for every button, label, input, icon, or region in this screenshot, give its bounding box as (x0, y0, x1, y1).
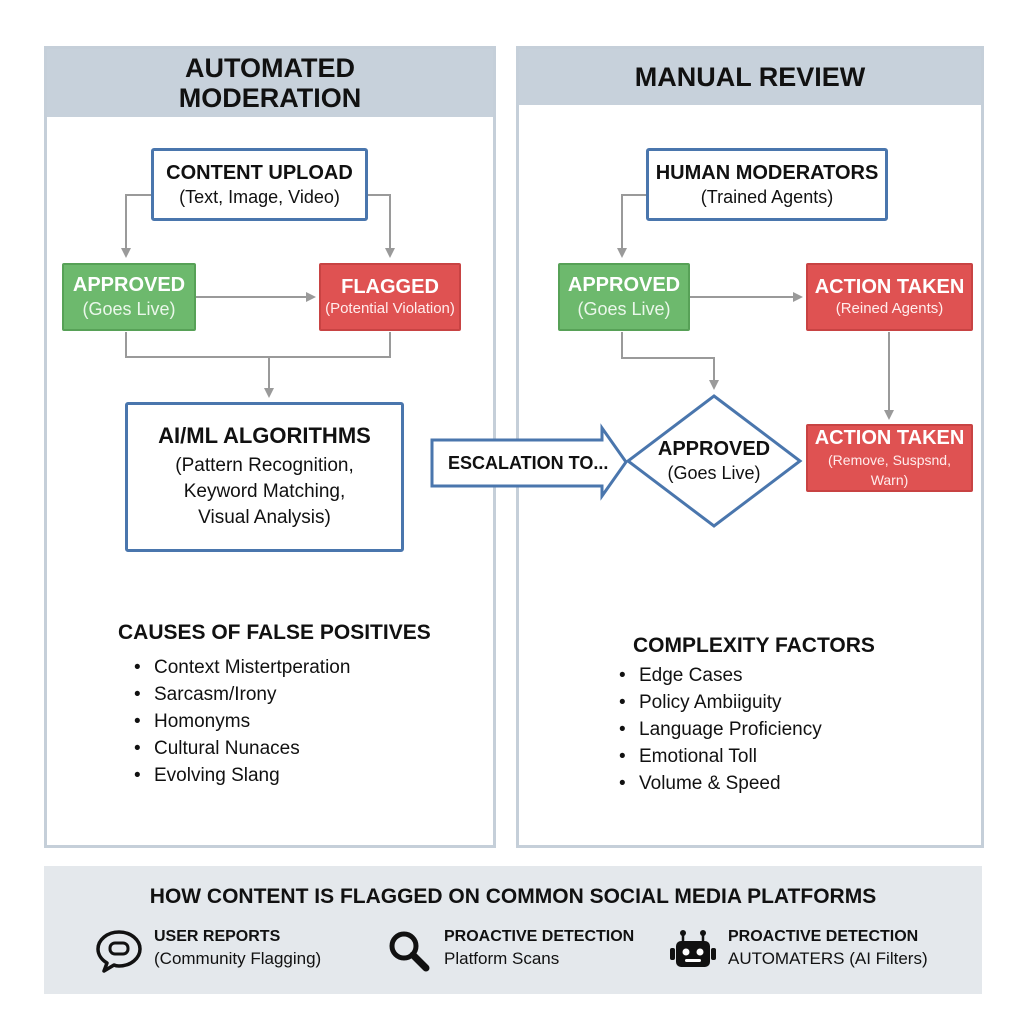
footer-item-user-reports: USER REPORTS (Community Flagging) (94, 926, 321, 976)
connector-merge-algorithms (125, 332, 391, 396)
list-item: Emotional Toll (613, 743, 822, 770)
action-taken-box-1: ACTION TAKEN (Reined Agents) (806, 263, 973, 331)
speech-bubble-icon (96, 930, 142, 973)
list-item: Context Mistertperation (128, 654, 350, 681)
approved-diamond-label: APPROVED (Goes Live) (644, 436, 784, 486)
human-moderators-box: HUMAN MODERATORS (Trained Agents) (646, 148, 888, 221)
algorithms-line2: Keyword Matching, (183, 481, 346, 502)
algorithms-line3: Visual Analysis) (198, 507, 331, 528)
footer-title: HOW CONTENT IS FLAGGED ON COMMON SOCIAL … (149, 885, 877, 908)
list-item: Policy Ambiiguity (613, 689, 822, 716)
list-item: Edge Cases (613, 662, 822, 689)
approved-sub: (Goes Live) (82, 299, 176, 319)
human-moderators-title: HUMAN MODERATORS (655, 161, 879, 184)
connector-moderators-approved (617, 194, 647, 258)
algorithms-line1: (Pattern Recognition, (175, 455, 354, 476)
approved-right-sub: (Goes Live) (577, 299, 671, 319)
escalation-arrow (430, 423, 628, 501)
causes-title: CAUSES OF FALSE POSITIVES (118, 621, 431, 644)
flagged-box: FLAGGED (Potential Violation) (319, 263, 461, 331)
connector-approved-diamond (621, 332, 719, 390)
automated-moderation-header: AUTOMATED MODERATION (47, 49, 493, 117)
action-taken-2-sub: (Remove, Suspsnd, Warn) (828, 452, 951, 488)
flagging-methods-footer: HOW CONTENT IS FLAGGED ON COMMON SOCIAL … (44, 866, 982, 994)
manual-review-header: MANUAL REVIEW (519, 49, 981, 105)
footer-item-heading: PROACTIVE DETECTION (728, 928, 919, 945)
footer-item-ai-filters: PROACTIVE DETECTION AUTOMATERS (AI Filte… (668, 926, 928, 976)
footer-item-sub: AUTOMATERS (AI Filters) (728, 949, 928, 968)
complexity-title: COMPLEXITY FACTORS (633, 634, 875, 657)
panel-title-line2: MODERATION (178, 83, 362, 113)
approved-box-right: APPROVED (Goes Live) (558, 263, 690, 331)
connector-upload-approved (121, 194, 152, 258)
approved-diamond-shape (625, 394, 803, 528)
human-moderators-sub: (Trained Agents) (700, 186, 834, 207)
algorithms-title: AI/ML ALGORITHMS (158, 423, 371, 448)
panel-title: MANUAL REVIEW (634, 62, 866, 92)
footer-item-sub: Platform Scans (444, 949, 560, 968)
list-item: Sarcasm/Irony (128, 681, 350, 708)
footer-item-heading: PROACTIVE DETECTION (444, 928, 635, 945)
list-item: Homonyms (128, 708, 350, 735)
robot-icon (670, 930, 716, 967)
connector-upload-flagged (367, 194, 395, 258)
causes-list: Context Mistertperation Sarcasm/Irony Ho… (128, 654, 350, 789)
magnifier-icon (389, 931, 430, 972)
list-item: Language Proficiency (613, 716, 822, 743)
footer-item-platform-scans: PROACTIVE DETECTION Platform Scans (384, 926, 634, 976)
footer-item-sub: (Community Flagging) (154, 949, 322, 968)
complexity-list: Edge Cases Policy Ambiiguity Language Pr… (613, 662, 822, 797)
footer-item-heading: USER REPORTS (154, 928, 281, 945)
algorithms-box: AI/ML ALGORITHMS (Pattern Recognition, K… (125, 402, 404, 552)
list-item: Volume & Speed (613, 770, 822, 797)
content-upload-title: CONTENT UPLOAD (166, 161, 353, 184)
action-taken-box-2: ACTION TAKEN (Remove, Suspsnd, Warn) (806, 424, 973, 492)
content-upload-sub: (Text, Image, Video) (179, 186, 340, 207)
approved-right-title: APPROVED (567, 274, 681, 296)
action-taken-1-sub: (Reined Agents) (835, 300, 944, 317)
approved-diamond-title: APPROVED (657, 438, 771, 460)
action-taken-1-title: ACTION TAKEN (814, 276, 965, 298)
escalation-label: ESCALATION TO... (448, 453, 609, 473)
list-item: Evolving Slang (128, 762, 350, 789)
list-item: Cultural Nunaces (128, 735, 350, 762)
flagged-sub: (Potential Violation) (325, 300, 455, 317)
approved-box: APPROVED (Goes Live) (62, 263, 196, 331)
flagged-title: FLAGGED (341, 276, 439, 298)
approved-diamond-sub: (Goes Live) (667, 463, 761, 483)
approved-title: APPROVED (72, 274, 186, 296)
action-taken-2-title: ACTION TAKEN (814, 427, 965, 449)
panel-title-line1: AUTOMATED (185, 53, 355, 83)
content-upload-box: CONTENT UPLOAD (Text, Image, Video) (151, 148, 368, 221)
